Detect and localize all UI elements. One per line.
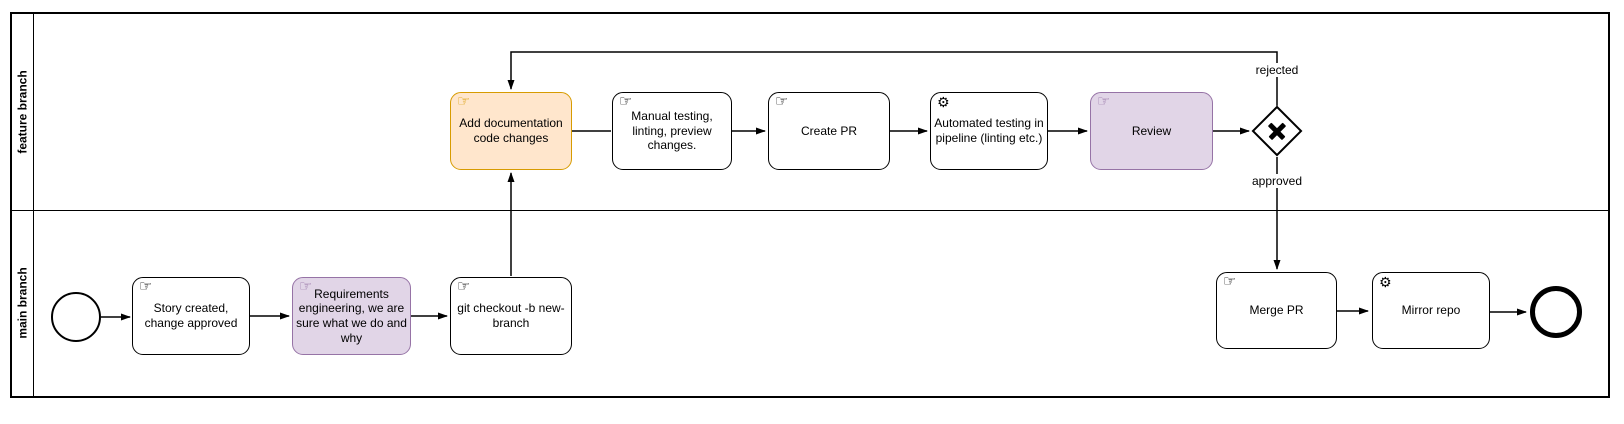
service-task-icon: ⚙	[937, 95, 950, 111]
task-automated-testing: ⚙ Automated testing in pipeline (linting…	[930, 92, 1048, 170]
task-git-checkout: ☞ git checkout -b new-branch	[450, 277, 572, 355]
manual-task-icon: ☞	[1223, 272, 1237, 290]
task-manual-testing: ☞ Manual testing, linting, preview chang…	[612, 92, 732, 170]
task-label: Automated testing in pipeline (linting e…	[934, 116, 1044, 145]
task-story-created: ☞ Story created, change approved	[132, 277, 250, 355]
manual-task-icon: ☞	[299, 277, 313, 295]
flow-rejected-loop	[507, 51, 1278, 106]
manual-task-icon: ☞	[139, 277, 153, 295]
pool: feature branch main branch	[10, 12, 1610, 398]
task-label: Create PR	[800, 123, 858, 138]
edge-label-approved: approved	[1249, 174, 1305, 188]
service-task-icon: ⚙	[1379, 275, 1392, 291]
task-label: git checkout -b new-branch	[457, 301, 565, 330]
task-label: Add documentation code changes	[459, 116, 563, 145]
task-create-pr: ☞ Create PR	[768, 92, 890, 170]
lane-divider	[12, 210, 1608, 211]
task-review: ☞ Review	[1090, 92, 1213, 170]
start-event	[51, 292, 101, 342]
task-requirements-engineering: ☞ Requirements engineering, we are sure …	[292, 277, 411, 355]
task-label: Requirements engineering, we are sure wh…	[296, 286, 407, 345]
task-label: Merge PR	[1249, 303, 1304, 318]
manual-task-icon: ☞	[1097, 92, 1111, 110]
task-add-documentation-code-changes: ☞ Add documentation code changes	[450, 92, 572, 170]
task-label: Review	[1131, 123, 1172, 138]
manual-task-icon: ☞	[457, 277, 471, 295]
lane-label-column-divider	[33, 14, 34, 396]
task-merge-pr: ☞ Merge PR	[1216, 272, 1337, 349]
task-mirror-repo: ⚙ Mirror repo	[1372, 272, 1490, 349]
manual-task-icon: ☞	[775, 92, 789, 110]
manual-task-icon: ☞	[457, 92, 471, 110]
task-label: Manual testing, linting, preview changes…	[631, 109, 713, 153]
end-event	[1530, 286, 1582, 338]
task-label: Story created, change approved	[144, 301, 238, 330]
manual-task-icon: ☞	[619, 92, 633, 110]
edge-label-rejected: rejected	[1253, 63, 1301, 77]
task-label: Mirror repo	[1401, 303, 1461, 318]
